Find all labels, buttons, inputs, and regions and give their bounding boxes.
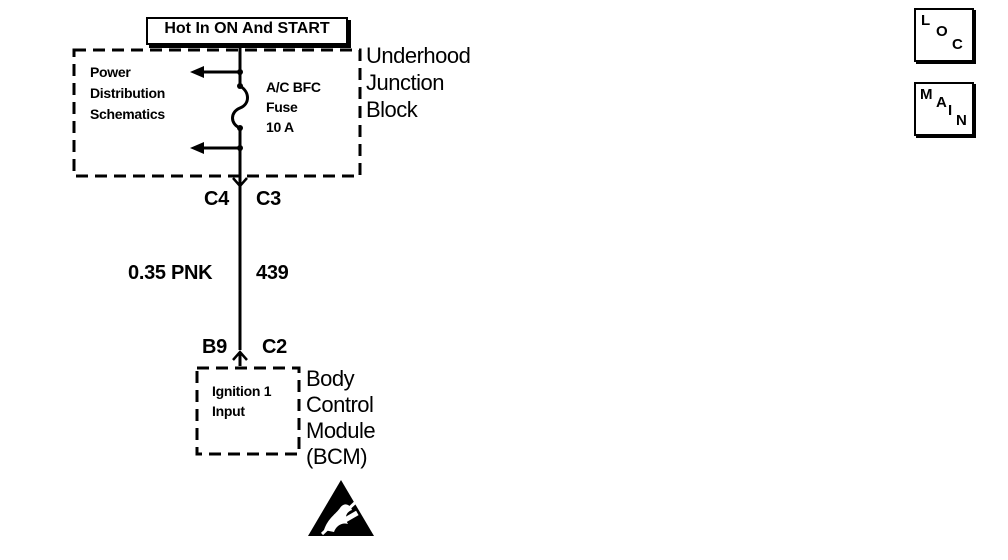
ref-line-1: Power — [90, 64, 131, 80]
fuse-line-1: A/C BFC — [266, 79, 321, 95]
connector-c3: C3 — [256, 188, 281, 210]
loc-letter-2: O — [936, 23, 948, 40]
ref-line-2: Distribution — [90, 85, 165, 101]
bcm-input-line-2: Input — [212, 403, 245, 419]
block-name-line-1: Underhood — [366, 43, 471, 68]
wire-gauge-color: 0.35 PNK — [128, 262, 213, 284]
esd-warning-icon — [308, 480, 374, 536]
bcm-name-line-1: Body — [306, 366, 355, 391]
branch-arrow-bottom — [190, 142, 204, 154]
supply-label: Hot In ON And START — [164, 20, 330, 37]
loc-letter-1: L — [921, 12, 931, 29]
bcm-outline — [195, 366, 301, 456]
connector-c2: C2 — [262, 336, 287, 358]
bcm-input-line-1: Ignition 1 — [212, 383, 272, 399]
bcm-name-line-3: Module — [306, 418, 376, 443]
main-letter-1: M — [920, 86, 933, 103]
bcm-name-line-2: Control — [306, 392, 374, 417]
loc-nav-button[interactable]: L O C — [914, 8, 974, 62]
wire-circuit-number: 439 — [256, 262, 289, 284]
junction-block-outline — [72, 48, 362, 178]
bcm-name-line-4: (BCM) — [306, 444, 368, 469]
branch-arrow-top — [190, 66, 204, 78]
connector-c4: C4 — [204, 188, 229, 210]
fuse-line-2: Fuse — [266, 99, 298, 115]
loc-letter-3: C — [952, 36, 963, 53]
main-letter-4: N — [956, 112, 967, 129]
main-letter-2: A — [936, 94, 947, 111]
block-name-line-2: Junction — [366, 70, 444, 95]
main-letter-3: I — [948, 102, 953, 119]
connector-b9: B9 — [202, 336, 227, 358]
fuse-line-3: 10 A — [266, 119, 294, 135]
main-nav-button[interactable]: M A I N — [914, 82, 974, 136]
fuse-symbol — [231, 84, 249, 130]
ref-line-3: Schematics — [90, 106, 165, 122]
block-name-line-3: Block — [366, 97, 418, 122]
supply-label-box: Hot In ON And START — [146, 17, 348, 45]
